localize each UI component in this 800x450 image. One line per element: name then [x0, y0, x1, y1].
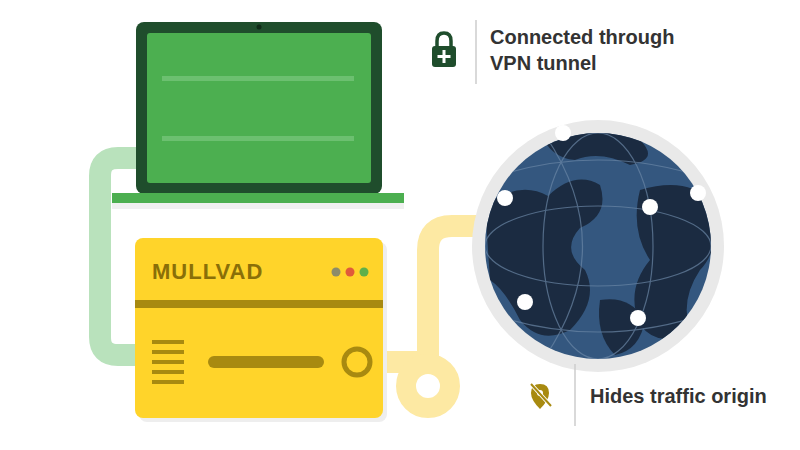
- globe-ring: [472, 120, 724, 372]
- globe-nodes: [497, 125, 706, 326]
- globe-land: [485, 128, 716, 360]
- lock-plus: [438, 50, 451, 63]
- lock-icon: [432, 46, 456, 67]
- divider: [475, 20, 477, 84]
- divider: [574, 364, 576, 426]
- server-led: [360, 268, 369, 277]
- laptop-shadow: [112, 203, 404, 209]
- icon-slash: [531, 384, 551, 406]
- lock-shackle: [437, 33, 451, 47]
- server-slot: [208, 356, 324, 368]
- tube-loop: [406, 364, 450, 408]
- laptop-frame: [136, 22, 382, 194]
- server-box: MULLVAD: [135, 238, 383, 418]
- green-tube: [100, 158, 140, 355]
- server-vents: [152, 342, 184, 382]
- screen-line: [162, 136, 354, 141]
- server-stripe: [135, 300, 383, 308]
- icon-slash-gap: [531, 384, 551, 406]
- laptop-camera: [257, 25, 262, 30]
- server-led: [332, 268, 341, 277]
- feature-label: Hides traffic origin: [590, 383, 767, 409]
- brand-label: MULLVAD: [152, 260, 366, 284]
- screen-line: [162, 76, 354, 81]
- laptop-base: [112, 193, 404, 203]
- server-button: [344, 349, 370, 375]
- feature-label: Connected through VPN tunnel: [490, 24, 695, 76]
- laptop-screen: [147, 33, 371, 183]
- server-led: [346, 268, 355, 277]
- server-box: [135, 238, 383, 418]
